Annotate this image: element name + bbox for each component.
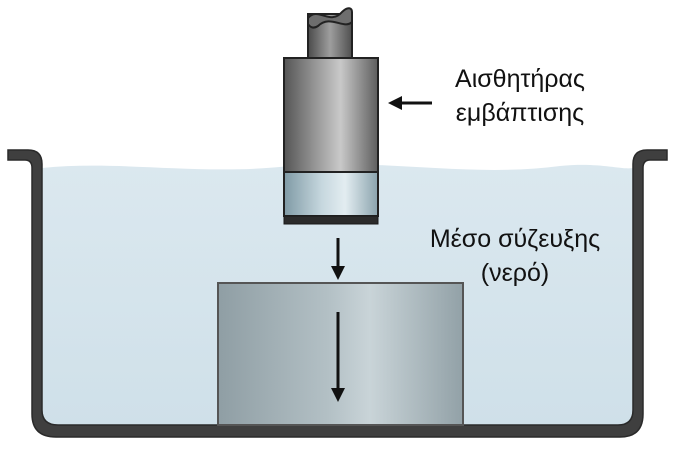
couplant-label-line1: Μέσο σύζευξης bbox=[429, 225, 601, 253]
tank-wall bbox=[7, 149, 668, 438]
probe-face bbox=[283, 215, 379, 225]
transducer-pointer-arrow bbox=[388, 96, 432, 110]
couplant-label-line2: (νερό) bbox=[480, 259, 550, 287]
beam-arrow-water bbox=[331, 238, 345, 280]
immersion-transducer-label: Αισθητήρας εμβάπτισης bbox=[430, 62, 610, 130]
probe-cable-end bbox=[307, 7, 353, 29]
immersion-probe-body bbox=[283, 57, 379, 173]
transducer-label-line2: εμβάπτισης bbox=[455, 99, 585, 127]
beam-arrow-specimen bbox=[331, 312, 345, 402]
couplant-label: Μέσο σύζευξης (νερό) bbox=[395, 222, 635, 290]
immersion-probe-submerged bbox=[283, 171, 379, 217]
test-specimen bbox=[217, 282, 464, 426]
transducer-label-line1: Αισθητήρας bbox=[455, 65, 585, 93]
